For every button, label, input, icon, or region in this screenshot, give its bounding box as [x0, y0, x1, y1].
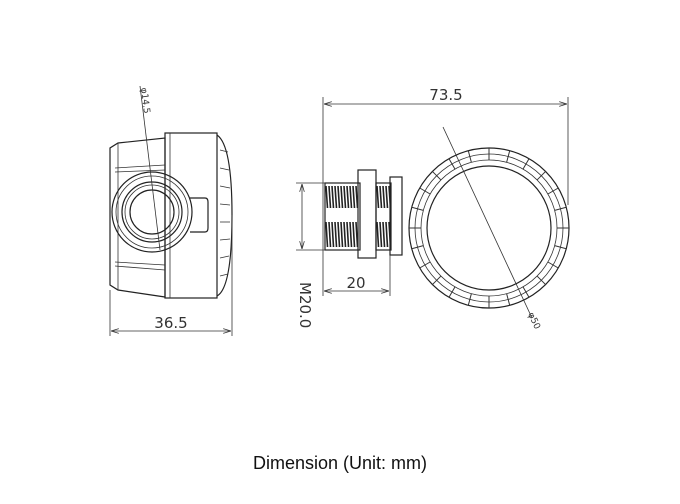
- thread-ridge: [376, 221, 380, 248]
- thread-ridge: [331, 185, 335, 209]
- thread-ridge: [379, 185, 383, 209]
- width-dimension-label: 36.5: [154, 314, 187, 332]
- ring-ridge: [536, 171, 546, 181]
- ring-ridge: [554, 206, 567, 211]
- thread-ridge: [385, 221, 389, 248]
- thread-ridge: [382, 221, 386, 248]
- thread-ridge: [325, 185, 329, 209]
- thread-ridge: [328, 185, 332, 209]
- thread-ridge: [382, 185, 386, 209]
- thread-ridge: [346, 221, 350, 248]
- ring-ridge: [522, 286, 530, 298]
- ring-diameter-label: φ50: [525, 311, 542, 331]
- ring-ridge: [522, 158, 530, 170]
- total-length-label: 73.5: [429, 86, 462, 104]
- top-view: 73.5 M20.0 20 φ50: [296, 86, 570, 331]
- ring-ridge: [467, 150, 472, 163]
- ring-ridge: [506, 150, 511, 163]
- ring-ridge: [547, 187, 559, 195]
- ring-ridge: [536, 275, 546, 285]
- thread-ridge: [343, 221, 347, 248]
- thread-ridge: [349, 185, 353, 209]
- thread-ridge: [352, 185, 356, 209]
- thread-ridge: [352, 221, 356, 248]
- knurl-ridges: [219, 149, 231, 277]
- ring-ridge: [419, 187, 431, 195]
- thread-ridge: [379, 221, 383, 248]
- thread-ridge: [385, 185, 389, 209]
- thread-ridge: [343, 185, 347, 209]
- ring-ridge: [411, 245, 424, 250]
- nut: [357, 169, 377, 259]
- side-view: φ14.5 36.5: [109, 85, 233, 336]
- ring-ridge: [506, 293, 511, 306]
- thread-ridge: [349, 221, 353, 248]
- ring-ridge: [448, 158, 456, 170]
- thread-ridge: [355, 221, 359, 248]
- thread-ridge: [346, 185, 350, 209]
- ring-ridge: [554, 245, 567, 250]
- thread-length-label: 20: [346, 274, 365, 292]
- thread-ridge: [376, 185, 380, 209]
- ring-ridge: [547, 261, 559, 269]
- ring-ridge: [411, 206, 424, 211]
- thread-ridge: [331, 221, 335, 248]
- hole-diameter-label: φ14.5: [138, 87, 151, 114]
- thread-ridge: [328, 221, 332, 248]
- thread-ridge: [340, 221, 344, 248]
- thread-ridge: [334, 185, 338, 209]
- thread-ridge: [337, 221, 341, 248]
- thread-size-label: M20.0: [296, 282, 314, 328]
- ring-ridge: [419, 261, 431, 269]
- caption: Dimension (Unit: mm): [252, 453, 428, 473]
- ring-ridge: [432, 171, 442, 181]
- ring-ridge: [467, 293, 472, 306]
- thread-ridge: [340, 185, 344, 209]
- ring-ridge: [432, 275, 442, 285]
- thread-ridge: [355, 185, 359, 209]
- ring: [408, 147, 570, 309]
- thread-ridge: [325, 221, 329, 248]
- thread-ridge: [337, 185, 341, 209]
- thread-ridge: [334, 221, 338, 248]
- washer: [389, 176, 403, 256]
- ring-ridge: [448, 286, 456, 298]
